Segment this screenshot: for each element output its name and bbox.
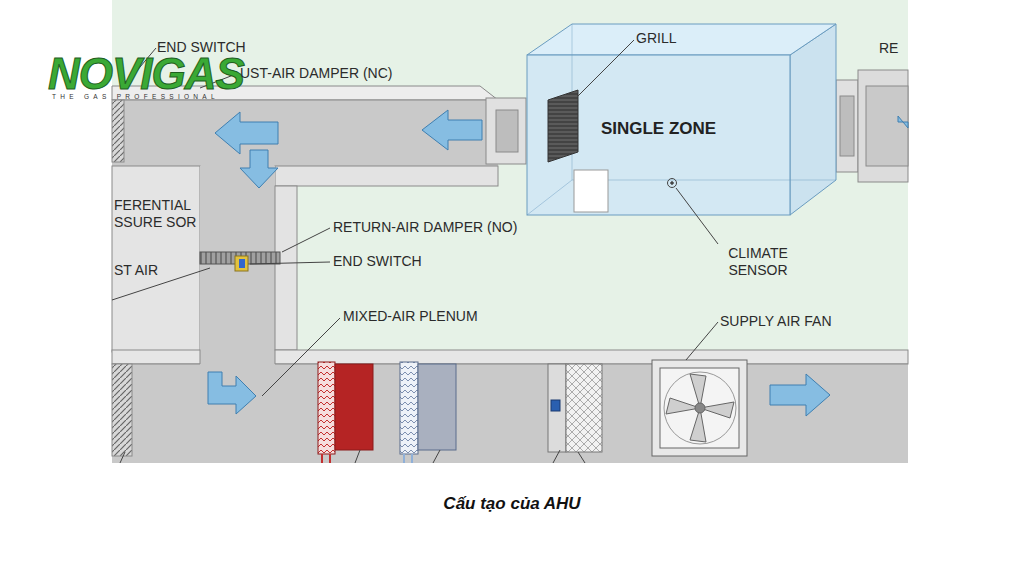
zone-box: SINGLE ZONE xyxy=(527,55,790,215)
door xyxy=(574,170,608,212)
return-air-damper xyxy=(239,259,245,268)
duct-connector xyxy=(840,96,854,156)
part-label: CLIMATE SENSOR xyxy=(716,245,800,279)
part-label: END SWITCH xyxy=(157,39,246,56)
airflow-arrow xyxy=(208,110,908,416)
leader-line xyxy=(433,450,440,463)
climate-sensor xyxy=(671,182,674,185)
airflow-arrow xyxy=(208,372,256,414)
duct-connector xyxy=(486,98,526,164)
duct-connector xyxy=(836,80,858,172)
brand-tagline: THE GAS PROFESSIONAL xyxy=(52,93,219,101)
airflow-arrow xyxy=(240,150,278,188)
leader-line xyxy=(553,450,560,463)
return-air-damper xyxy=(235,256,248,271)
duct-connector xyxy=(866,86,908,166)
part-label: MIXED-AIR PLENUM xyxy=(343,308,478,325)
duct xyxy=(275,186,297,350)
leader-line xyxy=(578,40,634,96)
airflow-arrow xyxy=(215,112,278,154)
airflow-arrow xyxy=(898,116,908,128)
zone-box xyxy=(527,55,790,215)
part-label: RETURN-AIR DAMPER (NO) xyxy=(333,219,517,236)
duct xyxy=(112,350,200,364)
supply-fan xyxy=(666,374,734,442)
duct xyxy=(112,100,498,166)
air-filter xyxy=(566,364,602,452)
duct-connector xyxy=(858,70,908,182)
leader-line xyxy=(686,322,718,360)
climate-sensor xyxy=(668,179,677,188)
air-filter xyxy=(548,364,602,452)
zone-box xyxy=(527,24,836,215)
cooling-coil xyxy=(400,362,418,454)
part-label: GRILL xyxy=(636,30,676,47)
duct xyxy=(112,364,132,456)
leader-line xyxy=(578,452,585,463)
duct-connector xyxy=(496,110,518,152)
brand-logo: NOVIGAS xyxy=(48,52,244,96)
cooling-coil xyxy=(400,362,456,463)
heating-coil xyxy=(318,362,373,463)
air-filter xyxy=(551,400,560,411)
zone-box xyxy=(790,24,836,215)
cooling-coil xyxy=(411,454,413,463)
heating-coil xyxy=(335,364,373,450)
climate-sensor xyxy=(668,179,677,188)
door xyxy=(574,170,608,212)
duct xyxy=(112,166,200,352)
part-label: SUPPLY AIR FAN xyxy=(720,313,832,330)
part-label: FERENTIAL SSURE SOR xyxy=(114,197,200,231)
leader-line xyxy=(262,318,340,396)
supply-fan xyxy=(652,360,747,456)
part-label: UST-AIR DAMPER (NC) xyxy=(240,65,392,82)
zone-box xyxy=(527,24,836,55)
duct xyxy=(112,364,908,463)
airflow-arrow xyxy=(422,110,482,150)
leader-line xyxy=(112,40,718,463)
supply-fan xyxy=(660,368,739,448)
zone-box xyxy=(527,180,572,215)
supply-fan xyxy=(664,372,736,444)
grill xyxy=(548,90,578,162)
duct xyxy=(112,100,124,162)
part-label: END SWITCH xyxy=(333,253,422,270)
leader-line xyxy=(250,262,330,264)
leader-line xyxy=(676,188,718,244)
zone-title: SINGLE ZONE xyxy=(527,119,790,139)
heating-coil xyxy=(321,454,323,463)
zone-box xyxy=(572,180,836,181)
figure-caption: Cấu tạo của AHU xyxy=(0,494,1024,514)
duct xyxy=(275,350,908,364)
air-filter xyxy=(548,364,566,452)
part-label: RE xyxy=(879,40,898,57)
cooling-coil xyxy=(403,454,405,463)
duct xyxy=(200,166,275,364)
heating-coil xyxy=(318,362,335,454)
airflow-arrow xyxy=(770,374,830,416)
part-label: ST AIR xyxy=(114,262,158,279)
return-air-damper xyxy=(200,252,280,271)
supply-fan xyxy=(652,360,747,456)
supply-fan xyxy=(695,403,705,413)
leader-line xyxy=(355,450,360,463)
heating-coil xyxy=(329,454,331,463)
cooling-coil xyxy=(418,364,456,450)
leader-line xyxy=(282,228,330,252)
duct xyxy=(275,166,498,186)
leader-line xyxy=(120,452,125,463)
grill xyxy=(548,90,578,162)
